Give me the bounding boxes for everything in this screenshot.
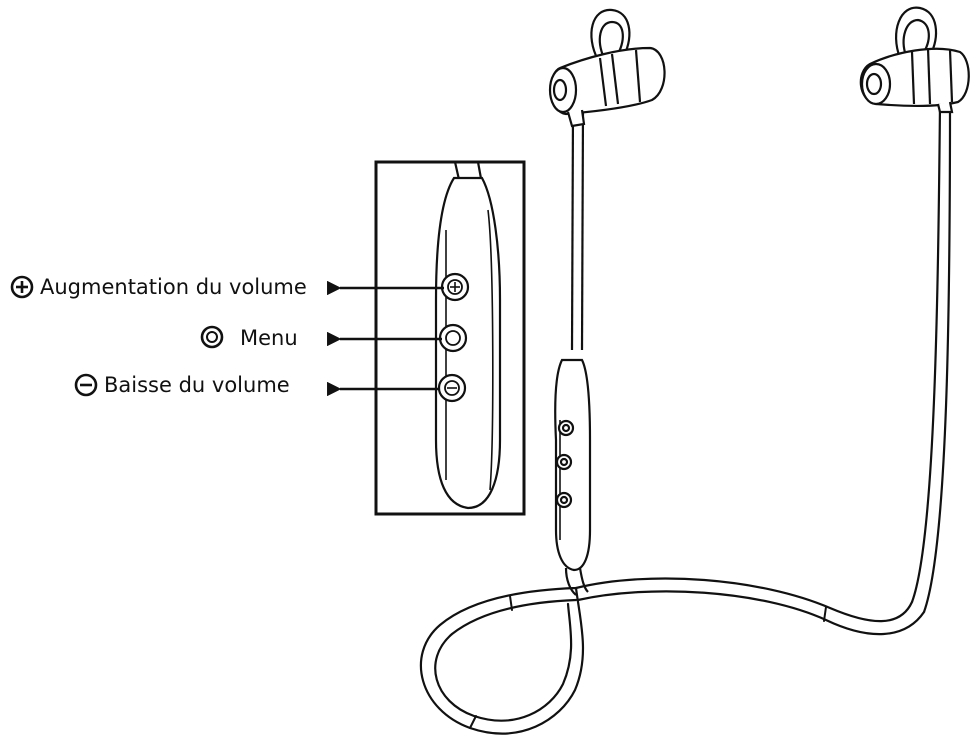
left-cable <box>564 109 589 596</box>
right-cable <box>910 104 952 613</box>
callout-arrows <box>327 280 444 397</box>
label-volume-up: Augmentation du volume <box>40 275 307 299</box>
menu-ring-icon <box>200 325 224 349</box>
inline-remote <box>554 358 592 572</box>
neckband-cable <box>419 577 926 735</box>
plus-circle-icon <box>10 275 34 299</box>
label-menu: Menu <box>240 326 298 350</box>
left-earbud <box>548 8 666 128</box>
minus-circle-icon <box>74 373 98 397</box>
right-earbud <box>859 6 970 114</box>
inset-minus-button <box>437 373 467 403</box>
label-volume-down: Baisse du volume <box>104 373 290 397</box>
inset-plus-button <box>440 272 470 302</box>
inset-menu-button <box>438 323 468 353</box>
